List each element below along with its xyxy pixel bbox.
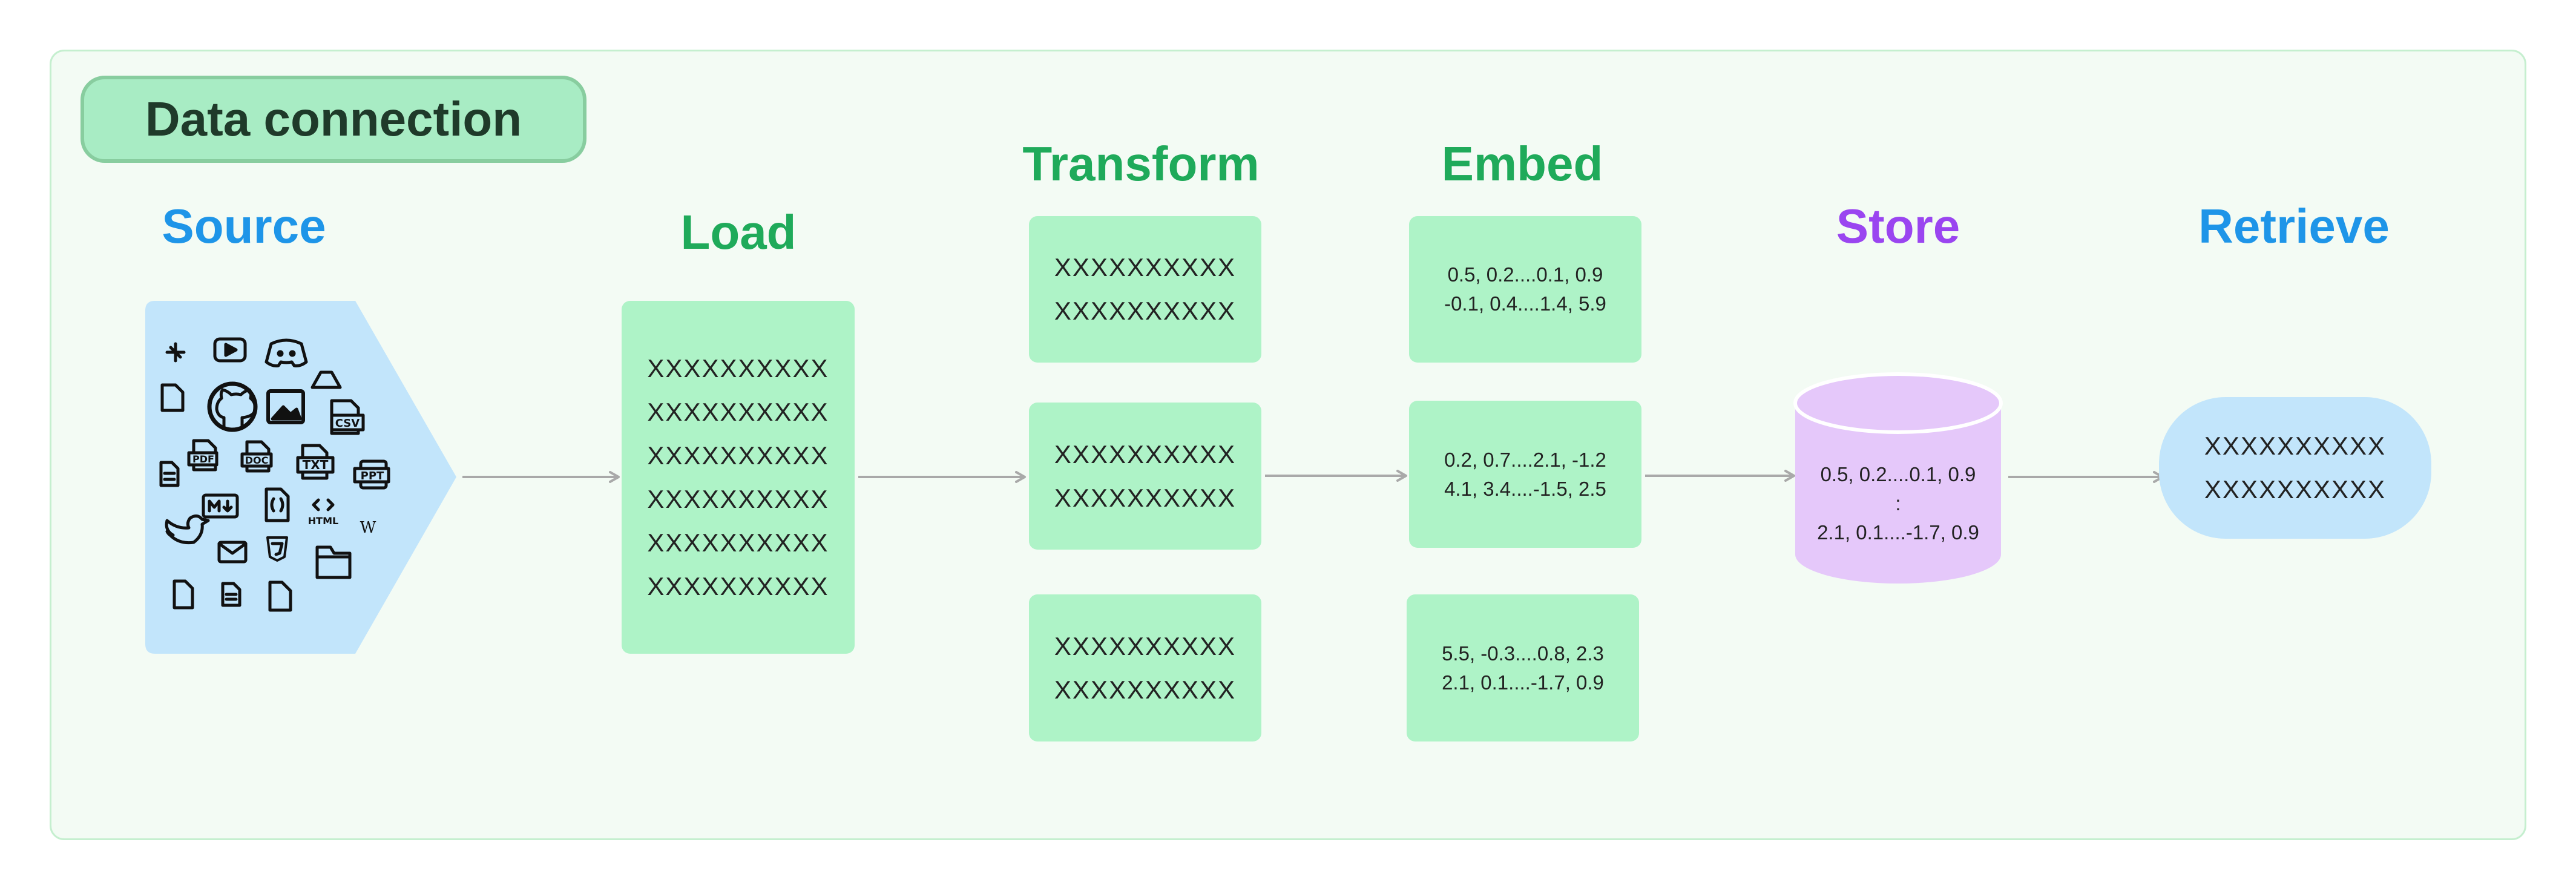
diagram-title-badge: Data connection [80, 76, 586, 163]
store-cylinder [1793, 372, 2003, 584]
vector-line: 0.5, 0.2....0.1, 0.9 [1447, 263, 1603, 286]
discord-icon [264, 338, 308, 367]
file-icon [268, 580, 292, 612]
vector-line: 4.1, 3.4....-1.5, 2.5 [1444, 477, 1606, 500]
embedding-vector: 0.5, 0.2....0.1, 0.9 -0.1, 0.4....1.4, 5… [1409, 216, 1641, 363]
stage-label-store: Store [1836, 199, 1960, 253]
csv-label: CSV [335, 417, 360, 430]
github-icon [207, 381, 258, 432]
chunk-line: XXXXXXXXXX [1054, 483, 1237, 512]
load-line: XXXXXXXXXX [647, 441, 829, 470]
store-line: 0.5, 0.2....0.1, 0.9 [1820, 463, 1976, 485]
transform-chunk: XXXXXXXXXX XXXXXXXXXX [1029, 594, 1261, 741]
stage-label-transform: Transform [1022, 137, 1260, 191]
vector-line: 0.2, 0.7....2.1, -1.2 [1444, 448, 1606, 471]
load-line: XXXXXXXXXX [647, 528, 829, 557]
text-file-icon [221, 582, 242, 607]
diagram-frame [50, 50, 2526, 840]
doc-label: DOC [245, 455, 269, 466]
file-icon [172, 579, 194, 610]
load-line: XXXXXXXXXX [647, 484, 829, 513]
stage-label-retrieve: Retrieve [2198, 199, 2390, 253]
store-line: 2.1, 0.1....-1.7, 0.9 [1817, 521, 1979, 544]
embedding-vector: 5.5, -0.3....0.8, 2.3 2.1, 0.1....-1.7, … [1407, 594, 1639, 741]
ppt-label: PPT [361, 470, 384, 482]
chunk-line: XXXXXXXXXX [1054, 297, 1237, 325]
embedding-vector: 0.2, 0.7....2.1, -1.2 4.1, 3.4....-1.5, … [1409, 401, 1641, 548]
chunk-line: XXXXXXXXXX [1054, 439, 1237, 469]
diagram-title: Data connection [145, 92, 522, 146]
store-contents: 0.5, 0.2....0.1, 0.9 : 2.1, 0.1....-1.7,… [1795, 460, 2001, 547]
chunk-line: XXXXXXXXXX [1054, 675, 1237, 704]
txt-label: TXT [303, 458, 329, 472]
youtube-icon [213, 337, 247, 363]
txt-file-icon [296, 444, 335, 480]
load-line: XXXXXXXXXX [647, 397, 829, 426]
vector-line: 2.1, 0.1....-1.7, 0.9 [1442, 671, 1604, 694]
slack-icon [165, 342, 186, 363]
stage-label-source: Source [162, 199, 326, 253]
image-icon [266, 389, 305, 424]
twitter-icon [165, 515, 210, 545]
retrieve-line: XXXXXXXXXX [2204, 475, 2387, 504]
json-file-icon [264, 487, 290, 522]
load-line: XXXXXXXXXX [647, 571, 829, 600]
pdf-label: PDF [192, 453, 214, 465]
email-icon [217, 541, 248, 564]
vector-line: 5.5, -0.3....0.8, 2.3 [1442, 642, 1604, 665]
google-drive-icon [310, 370, 342, 389]
transform-chunk: XXXXXXXXXX XXXXXXXXXX [1029, 403, 1261, 550]
css-icon [266, 536, 288, 562]
vector-line: -0.1, 0.4....1.4, 5.9 [1444, 292, 1606, 315]
ppt-file-icon [353, 459, 390, 490]
folder-icon [315, 545, 352, 579]
markdown-icon [202, 493, 239, 519]
store-line: : [1895, 492, 1901, 515]
text-file-icon [159, 461, 180, 487]
transform-chunk: XXXXXXXXXX XXXXXXXXXX [1029, 216, 1261, 363]
file-icon [160, 383, 185, 412]
chunk-line: XXXXXXXXXX [1054, 253, 1237, 281]
csv-file-icon [330, 399, 365, 435]
load-document-box: XXXXXXXXXX XXXXXXXXXX XXXXXXXXXX XXXXXXX… [622, 301, 855, 654]
chunk-line: XXXXXXXXXX [1054, 631, 1237, 660]
retrieve-line: XXXXXXXXXX [2204, 432, 2387, 460]
stage-label-load: Load [680, 205, 797, 259]
stage-label-embed: Embed [1441, 137, 1603, 191]
pdf-file-icon [187, 439, 218, 472]
html-label: HTML [308, 515, 338, 527]
load-line: XXXXXXXXXX [647, 353, 829, 383]
wiki-label: W [360, 519, 376, 537]
retrieve-result: XXXXXXXXXX XXXXXXXXXX [2159, 397, 2431, 539]
doc-file-icon [240, 440, 273, 473]
html-icon [312, 498, 335, 511]
